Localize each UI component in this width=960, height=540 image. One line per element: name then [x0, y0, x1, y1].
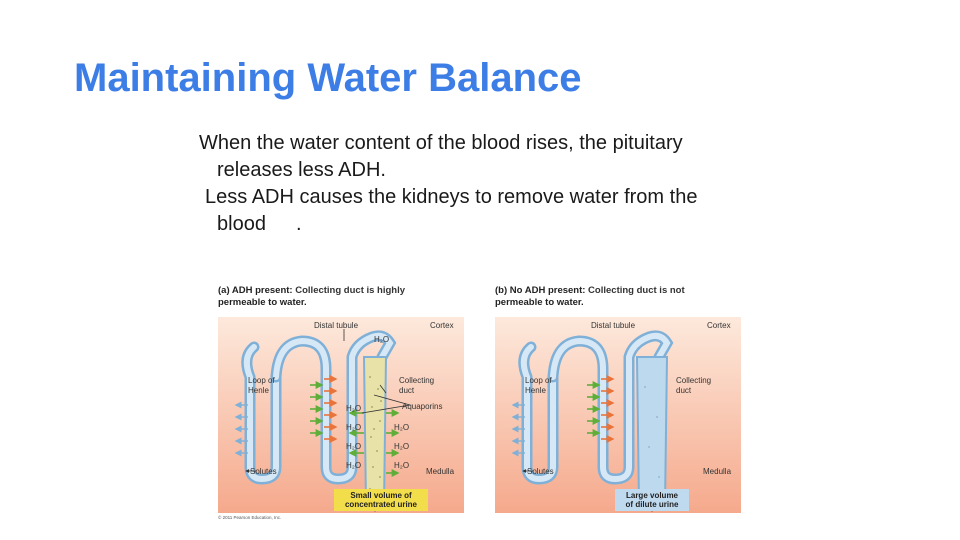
panel-a-title-line2: permeable to water.	[218, 297, 307, 308]
panel-b-loop-line2: Henle	[525, 386, 546, 395]
panel-b-medulla-label: Medulla	[703, 467, 731, 476]
panel-b-title-line2: permeable to water.	[495, 297, 584, 308]
panel-a-water-3: H₂O	[346, 442, 361, 451]
paragraph-1-line-1: When the water content of the blood rise…	[199, 132, 683, 154]
panel-a-diagram	[214, 317, 464, 513]
panel-a-water-top: H₂O	[374, 335, 389, 344]
panel-a-collecting-line2: duct	[399, 386, 414, 395]
panel-b-collecting-line2: duct	[676, 386, 691, 395]
panel-a-title: (a) ADH present: Collecting duct is high…	[218, 285, 458, 309]
panel-a-aquaporins-label: Aquaporins	[402, 402, 442, 411]
panel-a-urine-box: Small volume of concentrated urine	[334, 489, 428, 511]
panel-a-collecting-line1: Collecting	[399, 376, 434, 385]
panel-a-copyright: © 2011 Pearson Education, Inc.	[218, 515, 281, 520]
panel-b-collecting-duct	[637, 357, 667, 505]
panel-b-solutes-label: Solutes	[527, 467, 554, 476]
paragraph-2-line-2: blood.	[205, 211, 819, 238]
panel-a-water-6: H₂O	[394, 442, 409, 451]
panel-a-distal-tubule-label: Distal tubule	[314, 321, 358, 330]
panel-b-collecting-line1: Collecting	[676, 376, 711, 385]
panel-a-water-4: H₂O	[346, 461, 361, 470]
panel-b-urine-line1: Large volume	[626, 491, 678, 500]
panel-a-collecting-duct	[364, 357, 386, 505]
panel-b-urine-box: Large volume of dilute urine	[615, 489, 689, 511]
paragraph-2-period: .	[296, 211, 302, 238]
panel-a-water-2: H₂O	[346, 423, 361, 432]
panel-a-water-5: H₂O	[394, 423, 409, 432]
panel-b-cortex-label: Cortex	[707, 321, 731, 330]
paragraph-2-word: blood	[217, 213, 266, 235]
panel-a-solutes-label: Solutes	[250, 467, 277, 476]
paragraph-2: Less ADH causes the kidneys to remove wa…	[199, 184, 819, 238]
panel-a-cortex-label: Cortex	[430, 321, 454, 330]
panel-b-title-bold: (b) No ADH present:	[495, 285, 585, 296]
slide-body: When the water content of the blood rise…	[199, 130, 819, 238]
paragraph-2-line-1: Less ADH causes the kidneys to remove wa…	[205, 186, 697, 208]
panel-b-urine-line2: of dilute urine	[626, 500, 679, 509]
panel-a-medulla-label: Medulla	[426, 467, 454, 476]
panel-a-loop-line1: Loop of	[248, 376, 275, 385]
panel-a-water-7: H₂O	[394, 461, 409, 470]
panel-a-loop-line2: Henle	[248, 386, 269, 395]
panel-b-diagram	[491, 317, 741, 513]
panel-a-water-1: H₂O	[346, 404, 361, 413]
panel-b-loop-line1: Loop of	[525, 376, 552, 385]
panel-b-distal-tubule-label: Distal tubule	[591, 321, 635, 330]
panel-b-title: (b) No ADH present: Collecting duct is n…	[495, 285, 735, 309]
panel-b-title-rest: Collecting duct is not	[585, 285, 684, 296]
paragraph-1-line-2: releases less ADH.	[199, 157, 819, 184]
slide-title: Maintaining Water Balance	[74, 56, 582, 101]
panel-a-title-bold: (a) ADH present:	[218, 285, 293, 296]
panel-a-title-rest: Collecting duct is highly	[293, 285, 405, 296]
panel-a-urine-line1: Small volume of	[350, 491, 411, 500]
adh-kidney-figure: (a) ADH present: Collecting duct is high…	[214, 280, 754, 525]
panel-a-urine-line2: concentrated urine	[345, 500, 417, 509]
panel-no-adh: (b) No ADH present: Collecting duct is n…	[491, 280, 741, 525]
paragraph-1: When the water content of the blood rise…	[199, 130, 819, 184]
panel-adh-present: (a) ADH present: Collecting duct is high…	[214, 280, 464, 525]
